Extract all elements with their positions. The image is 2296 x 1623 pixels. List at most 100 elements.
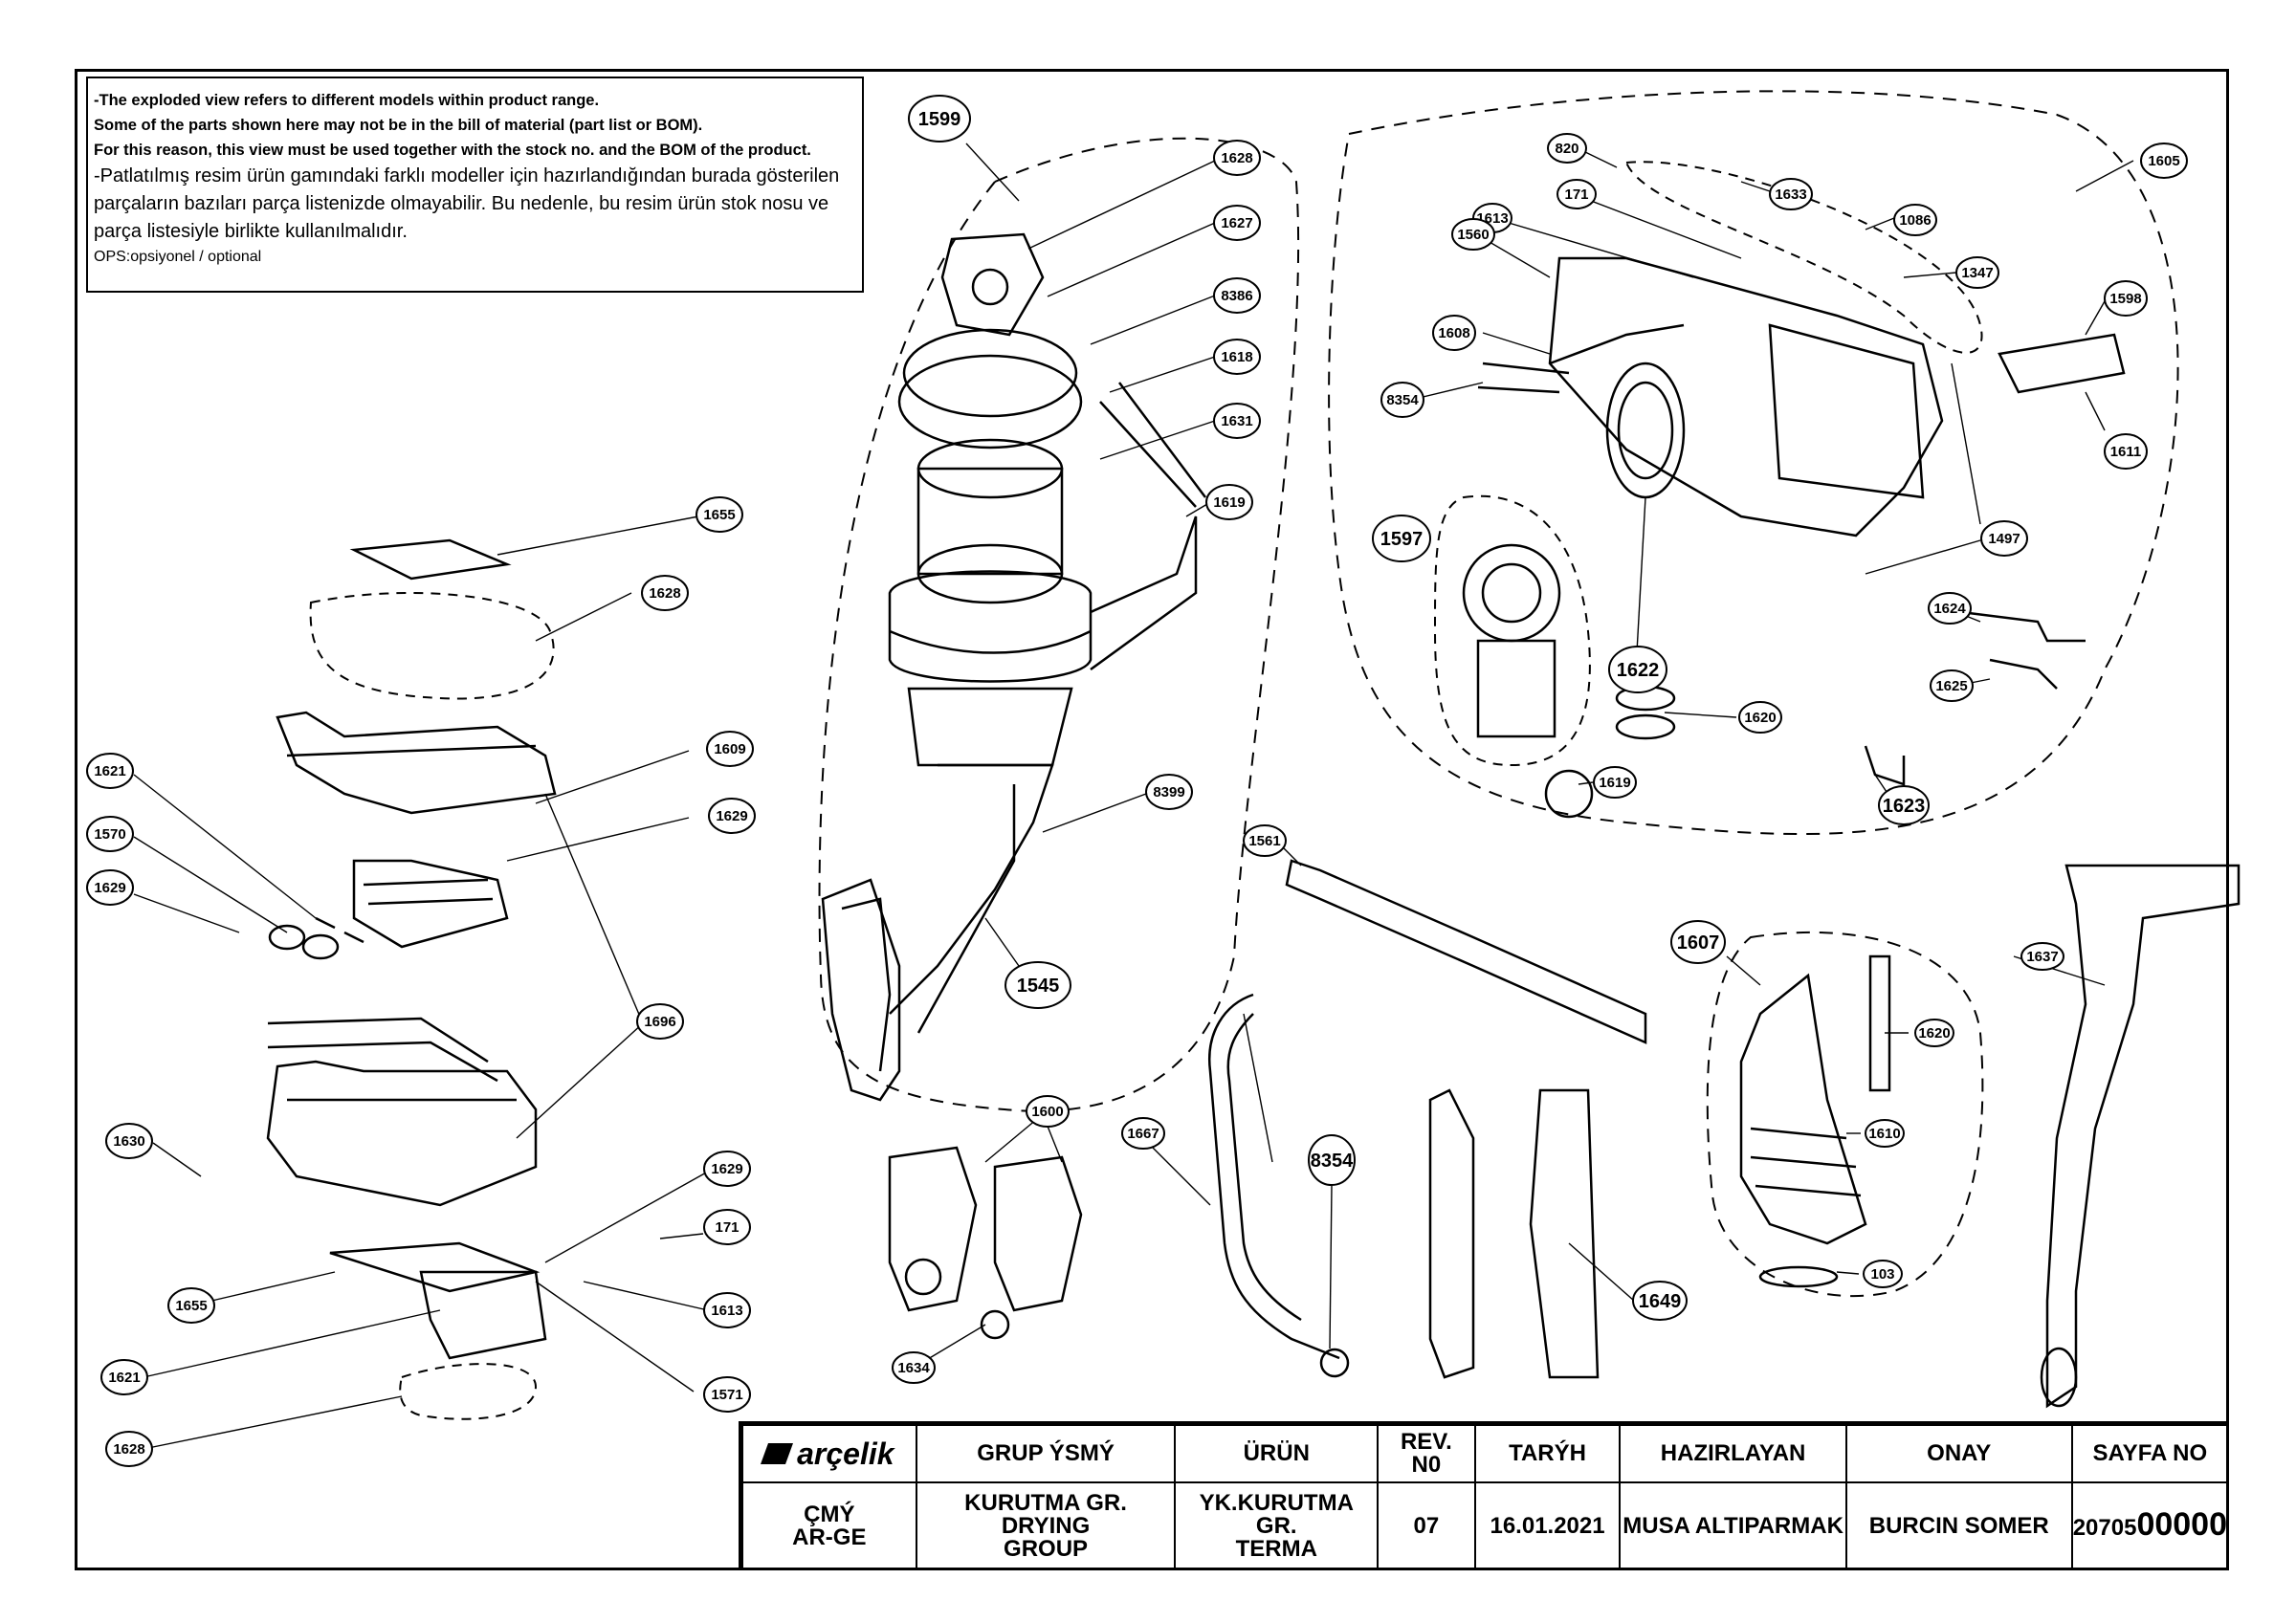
svg-text:1628: 1628 (649, 585, 680, 602)
svg-text:1597: 1597 (1380, 529, 1424, 550)
svg-text:1649: 1649 (1639, 1291, 1682, 1312)
group-outline-screws-top (309, 592, 555, 700)
svg-text:171: 171 (1564, 186, 1588, 203)
svg-text:1625: 1625 (1935, 678, 1967, 694)
arcelik-logo-icon (761, 1443, 794, 1464)
svg-text:1634: 1634 (897, 1360, 930, 1376)
callout-1609: 1609 (706, 731, 754, 767)
foot-part-left (888, 1146, 978, 1312)
svg-text:1629: 1629 (94, 880, 125, 896)
hazirlayan-cell: MUSA ALTIPARMAK (1619, 1481, 1847, 1570)
note-line: parçaların bazıları parça listenizde olm… (94, 193, 829, 214)
callout-1696: 1696 (636, 1003, 684, 1040)
callout-1629: 1629 (703, 1151, 751, 1187)
svg-text:1621: 1621 (94, 763, 125, 779)
svg-text:1630: 1630 (113, 1133, 144, 1150)
svg-text:1497: 1497 (1988, 531, 2020, 547)
callout-171: 171 (703, 1209, 751, 1245)
svg-text:1347: 1347 (1961, 265, 1993, 281)
callout-1624: 1624 (1928, 592, 1972, 625)
svg-text:1655: 1655 (175, 1298, 207, 1314)
callout-1667: 1667 (1121, 1117, 1165, 1150)
grup-header: GRUP ÝSMÝ (915, 1424, 1177, 1483)
tarih-header: TARÝH (1473, 1424, 1622, 1483)
callout-1620: 1620 (1914, 1019, 1954, 1047)
svg-text:8354: 8354 (1311, 1151, 1354, 1172)
callout-8386: 8386 (1213, 277, 1261, 314)
svg-text:1560: 1560 (1457, 227, 1489, 243)
svg-text:1696: 1696 (644, 1014, 675, 1030)
rev-header: REV.N0 (1377, 1424, 1476, 1483)
svg-text:1633: 1633 (1775, 186, 1806, 203)
svg-text:1620: 1620 (1918, 1025, 1950, 1042)
sayfa-cell: 2070500000 (2070, 1481, 2230, 1570)
callout-1599: 1599 (908, 95, 971, 143)
foot-part-right (993, 1155, 1083, 1312)
svg-text:1605: 1605 (2148, 153, 2179, 169)
svg-text:1598: 1598 (2109, 291, 2141, 307)
callout-1628: 1628 (105, 1431, 153, 1467)
group-outline-screws-bottom (399, 1363, 538, 1420)
callout-1631: 1631 (1213, 403, 1261, 439)
svg-text:1655: 1655 (703, 507, 735, 523)
svg-text:171: 171 (715, 1219, 739, 1236)
cross-bar-part (1285, 859, 1647, 1044)
callout-1634: 1634 (892, 1351, 936, 1384)
note-line: Some of the parts shown here may not be … (94, 117, 703, 134)
svg-text:103: 103 (1870, 1266, 1894, 1283)
callout-1570: 1570 (86, 816, 134, 852)
callout-1600: 1600 (1026, 1095, 1070, 1128)
svg-text:820: 820 (1555, 141, 1578, 157)
callout-1610: 1610 (1865, 1119, 1905, 1148)
callout-171: 171 (1556, 179, 1597, 209)
callout-1633: 1633 (1769, 178, 1813, 210)
notes-box: -The exploded view refers to different m… (86, 77, 864, 293)
callout-1630: 1630 (105, 1123, 153, 1159)
svg-text:1618: 1618 (1221, 349, 1252, 365)
svg-text:1613: 1613 (711, 1303, 742, 1319)
support-bracket-right (1529, 1088, 1600, 1379)
onay-header: ONAY (1844, 1424, 2073, 1483)
callout-1571: 1571 (703, 1376, 751, 1413)
svg-text:1620: 1620 (1744, 710, 1776, 726)
svg-text:1627: 1627 (1221, 215, 1252, 231)
sayfa-header: SAYFA NO (2070, 1424, 2230, 1483)
callout-1622: 1622 (1608, 646, 1667, 693)
svg-text:1628: 1628 (1221, 150, 1252, 166)
callout-1621: 1621 (100, 1359, 148, 1395)
svg-text:1610: 1610 (1868, 1126, 1900, 1142)
onay-cell: BURCIN SOMER (1844, 1481, 2073, 1570)
note-line: For this reason, this view must be used … (94, 142, 811, 159)
group-outline-motor (818, 137, 1300, 1112)
callout-1607: 1607 (1670, 920, 1726, 964)
svg-text:1631: 1631 (1221, 413, 1252, 429)
note-line: parça listesiyle birlikte kullanılmalıdı… (94, 221, 408, 242)
group-outline-bellows (1706, 931, 1984, 1298)
callout-1619: 1619 (1205, 484, 1253, 520)
hose-part (1207, 993, 1340, 1360)
svg-text:1607: 1607 (1677, 932, 1720, 954)
callout-1611: 1611 (2104, 433, 2148, 470)
callout-8399: 8399 (1145, 774, 1193, 810)
callout-1545: 1545 (1004, 961, 1071, 1009)
svg-text:1545: 1545 (1017, 976, 1060, 997)
callout-1608: 1608 (1432, 315, 1476, 351)
svg-text:1570: 1570 (94, 826, 125, 843)
svg-text:1608: 1608 (1438, 325, 1469, 341)
callout-1618: 1618 (1213, 339, 1261, 375)
svg-text:1599: 1599 (918, 109, 961, 130)
note-line: -The exploded view refers to different m… (94, 92, 600, 109)
callout-1628: 1628 (641, 575, 689, 611)
callout-1619: 1619 (1593, 766, 1637, 799)
blower-motor-assembly (821, 232, 1206, 1102)
svg-text:1619: 1619 (1213, 494, 1245, 511)
callout-1620: 1620 (1738, 701, 1782, 734)
svg-text:1619: 1619 (1599, 775, 1630, 791)
callout-1623: 1623 (1878, 785, 1930, 825)
callout-1613: 1613 (703, 1292, 751, 1328)
callout-1561: 1561 (1243, 824, 1287, 857)
note-line: OPS:opsiyonel / optional (94, 249, 262, 265)
